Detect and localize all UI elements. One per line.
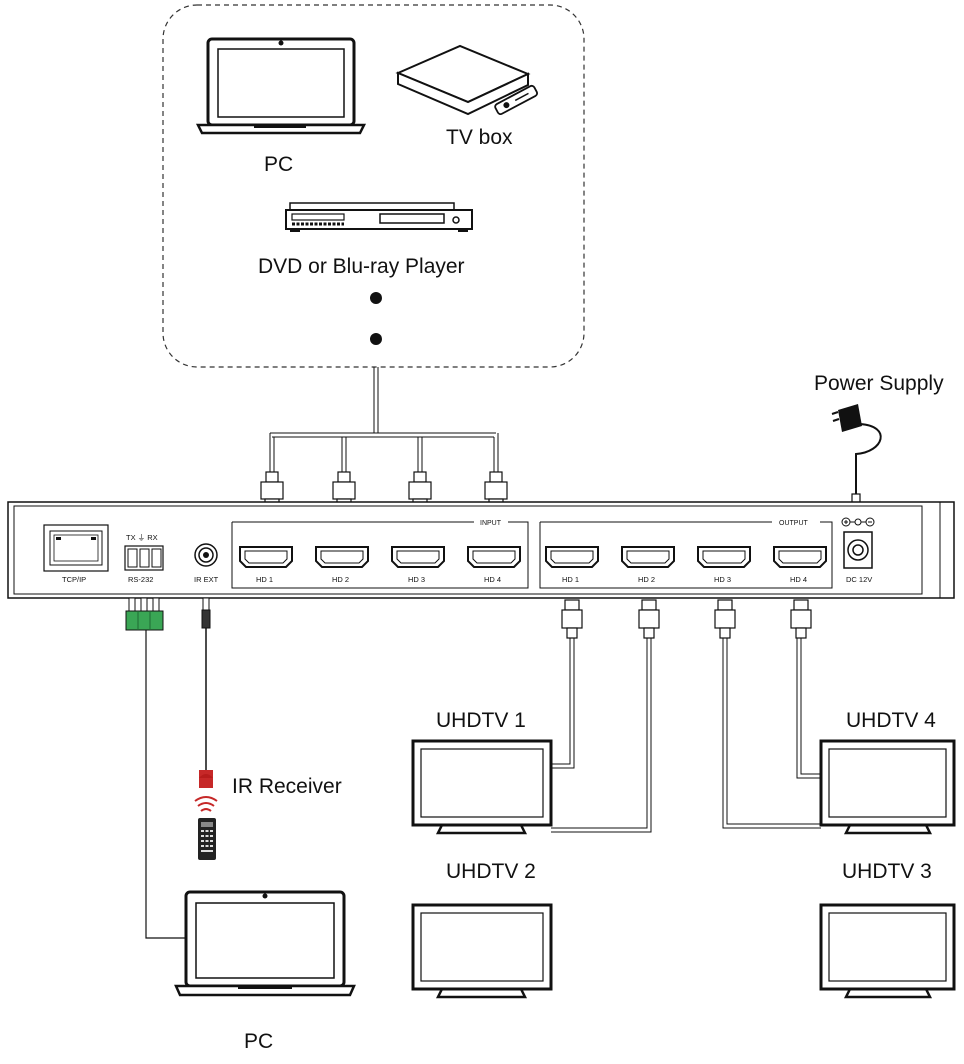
hdmi-port-icon[interactable]: [315, 546, 369, 568]
hdmi-port-icon[interactable]: [467, 546, 521, 568]
tv-monitor-icon-3: [819, 903, 956, 999]
power-adapter-icon: [831, 404, 862, 432]
input-port-label: HD 1: [256, 575, 273, 584]
ethernet-port-icon: [43, 524, 109, 572]
hdmi-plug-icon: [260, 471, 284, 505]
tv-box-icon: [395, 44, 538, 116]
output-plug-2: [638, 599, 660, 639]
control-pc-laptop-icon: [174, 890, 356, 997]
source-pc-laptop-icon: [195, 37, 367, 135]
hdmi-port-icon[interactable]: [697, 546, 751, 568]
rs232-pins-label: TX ⏚ RX: [126, 533, 158, 542]
output-port-label: HD 4: [790, 575, 807, 584]
tv-monitor-icon-4: [819, 739, 956, 835]
output-cable-2: [551, 638, 652, 833]
input-group-label: INPUT: [480, 520, 502, 527]
output-port-label: HD 1: [562, 575, 579, 584]
power-supply-label: Power Supply: [814, 372, 944, 395]
output-cable-4: [796, 638, 821, 779]
hdmi-plug-icon: [332, 471, 356, 505]
ir-ext-jack-icon: [194, 543, 218, 567]
rs232-cable: [145, 630, 192, 939]
ir-receiver-icon: [199, 770, 213, 788]
input-port-label: HD 4: [484, 575, 501, 584]
power-cable: [855, 423, 882, 494]
ir-signal-icon: [194, 796, 218, 812]
tv-monitor-icon-2: [411, 903, 553, 999]
uhdtv-1-label: UHDTV 1: [436, 709, 526, 732]
more-sources-dot: [370, 292, 382, 304]
control-pc-label: PC: [244, 1030, 273, 1053]
output-cable-3: [722, 638, 821, 829]
dc-power-jack-icon[interactable]: [843, 531, 873, 569]
output-plug-1: [561, 599, 583, 639]
hdmi-port-icon[interactable]: [773, 546, 827, 568]
output-plug-4: [790, 599, 812, 639]
dc-port-label: DC 12V: [846, 575, 872, 584]
dvd-player-icon: [285, 202, 473, 232]
hdmi-port-icon[interactable]: [545, 546, 599, 568]
tcpip-label: TCP/IP: [62, 575, 86, 584]
output-port-label: HD 2: [638, 575, 655, 584]
output-plug-3: [714, 599, 736, 639]
output-port-label: HD 3: [714, 575, 731, 584]
input-port-label: HD 3: [408, 575, 425, 584]
input-cable-bundle: [269, 367, 499, 472]
rs232-terminal-icon: [124, 545, 164, 571]
hdmi-plug-icon: [408, 471, 432, 505]
input-group-frame: [231, 521, 529, 589]
ir-receiver-label: IR Receiver: [232, 775, 342, 798]
hdmi-port-icon[interactable]: [391, 546, 445, 568]
tv-monitor-icon-1: [411, 739, 553, 835]
dvd-player-label: DVD or Blu-ray Player: [258, 255, 465, 278]
tv-box-label: TV box: [446, 126, 513, 149]
ir-ext-label: IR EXT: [194, 575, 219, 584]
hdmi-port-icon[interactable]: [621, 546, 675, 568]
output-group-frame: [539, 521, 833, 589]
dc-polarity-icon: [841, 517, 875, 527]
phoenix-terminal-icon: [125, 597, 164, 631]
more-sources-dot: [370, 333, 382, 345]
output-group-label: OUTPUT: [779, 520, 809, 527]
hdmi-port-icon[interactable]: [239, 546, 293, 568]
ir-ext-plug-icon: [201, 597, 211, 629]
input-port-label: HD 2: [332, 575, 349, 584]
uhdtv-3-label: UHDTV 3: [842, 860, 932, 883]
output-cable-1: [551, 638, 575, 769]
uhdtv-4-label: UHDTV 4: [846, 709, 936, 732]
source-pc-label: PC: [264, 153, 293, 176]
hdmi-plug-icon: [484, 471, 508, 505]
uhdtv-2-label: UHDTV 2: [446, 860, 536, 883]
remote-control-icon: [198, 818, 216, 860]
rs232-label: RS-232: [128, 575, 153, 584]
